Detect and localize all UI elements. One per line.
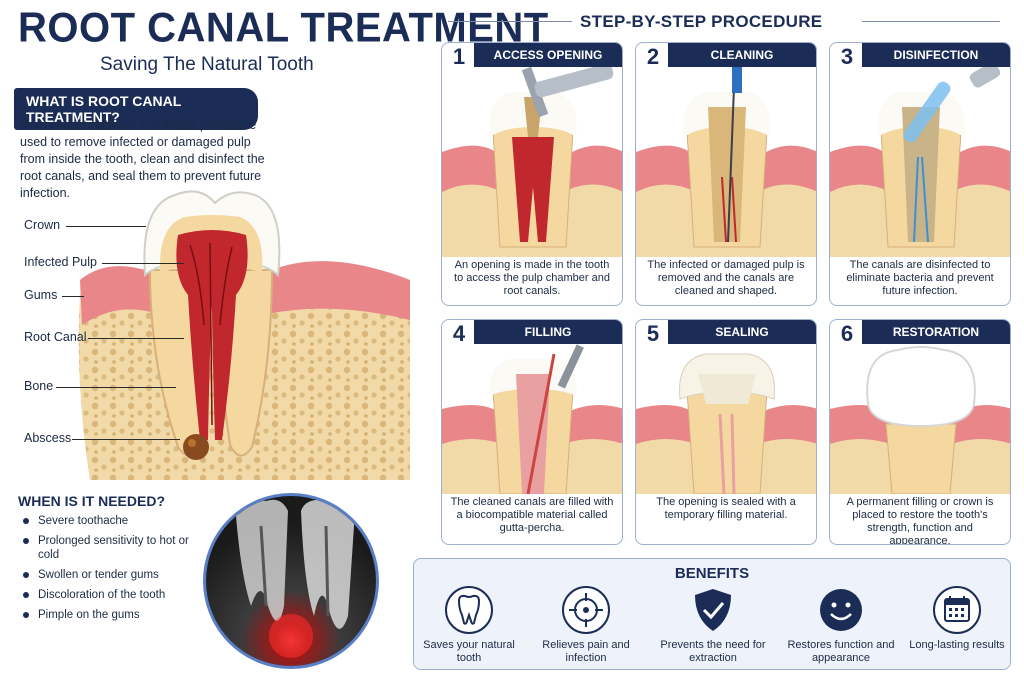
benefit-item: Long-lasting results [902,585,1012,652]
benefit-item: Restores function and appearance [786,585,896,665]
xray-image [203,493,379,669]
step-number: 3 [840,44,854,69]
what-heading: WHAT IS ROOT CANAL TREATMENT? [14,88,258,130]
calendar-icon [932,585,982,635]
step-title: ACCESS OPENING [474,43,622,67]
step-number: 4 [452,321,466,346]
step-number: 1 [452,44,466,69]
step-illustration [636,67,816,257]
list-item: Prolonged sensitivity to hot or cold [20,534,200,562]
label-root-canal: Root Canal [24,330,87,344]
step-description: The infected or damaged pulp is removed … [647,259,805,297]
benefits-heading: BENEFITS [674,565,750,582]
label-abscess: Abscess [24,431,72,445]
step-description: The canals are disinfected to eliminate … [846,259,994,297]
tooth-anatomy-illustration: Crown Infected Pulp Gums Root Canal Bone… [0,185,410,480]
step-illustration [830,62,1010,257]
benefit-item: Prevents the need for extraction [658,585,768,665]
step-card-1: 1 ACCESS OPENING An opening is made in t… [441,42,623,306]
step-card-2: 2 CLEANING The infected or damaged pulp … [635,42,817,306]
tooth-icon [444,585,494,635]
step-title: FILLING [474,320,622,344]
xray-svg [236,499,355,658]
infected-pulp [176,230,248,440]
procedure-rule-left [448,21,572,22]
abscess-mark [183,434,209,460]
step-number: 2 [646,44,660,69]
benefit-item: Relieves pain and infection [531,585,641,665]
tooth-anatomy-svg [78,190,410,480]
step-title: SEALING [668,320,816,344]
label-gums: Gums [24,288,58,302]
step-card-4: 4 FILLING The cleaned canals are filled … [441,319,623,545]
procedure-heading: STEP-BY-STEP PROCEDURE [580,12,823,31]
step-illustration [636,344,816,495]
when-list: Severe toothache Prolonged sensitivity t… [20,514,200,628]
list-item: Swollen or tender gums [20,568,200,582]
step-title: DISINFECTION [862,43,1010,67]
procedure-rule-right [862,21,1000,22]
label-crown: Crown [24,218,61,232]
step-title: RESTORATION [862,320,1010,344]
benefit-label: Saves your natural tooth [423,639,515,664]
step-description: The cleaned canals are filled with a bio… [450,496,614,534]
step-number: 6 [840,321,854,346]
step-description: An opening is made in the tooth to acces… [454,259,610,297]
list-item: Severe toothache [20,514,200,528]
label-infected-pulp: Infected Pulp [24,255,97,269]
label-bone: Bone [24,379,54,393]
what-description: Root canal treatment is a dental procedu… [20,118,265,200]
shield-check-icon [688,585,738,635]
page-subtitle: Saving The Natural Tooth [100,54,314,75]
benefit-label: Restores function and appearance [787,639,895,664]
benefit-label: Relieves pain and infection [542,639,630,664]
gum-left [80,266,160,325]
benefit-label: Long-lasting results [909,639,1005,651]
smile-icon [816,585,866,635]
step-card-5: 5 SEALING The opening is sealed with a t… [635,319,817,545]
step-illustration [442,63,622,257]
benefit-label: Prevents the need for extraction [660,639,766,664]
list-item: Discoloration of the tooth [20,588,200,602]
step-description: A permanent filling or crown is placed t… [846,496,994,545]
benefit-item: Saves your natural tooth [414,585,524,665]
step-illustration [442,344,622,495]
step-number: 5 [646,321,660,346]
target-icon [561,585,611,635]
benefits-panel: BENEFITS Saves your natural tooth Reliev… [413,558,1011,670]
step-description: The opening is sealed with a temporary f… [656,496,796,521]
step-title: CLEANING [668,43,816,67]
when-heading: WHEN IS IT NEEDED? [18,493,166,509]
step-illustration [830,344,1010,495]
step-card-3: 3 DISINFECTION The canals are disinfecte… [829,42,1011,306]
list-item: Pimple on the gums [20,608,200,622]
step-card-6: 6 RESTORATION A permanent filling or cro… [829,319,1011,545]
gum-right [260,261,410,320]
